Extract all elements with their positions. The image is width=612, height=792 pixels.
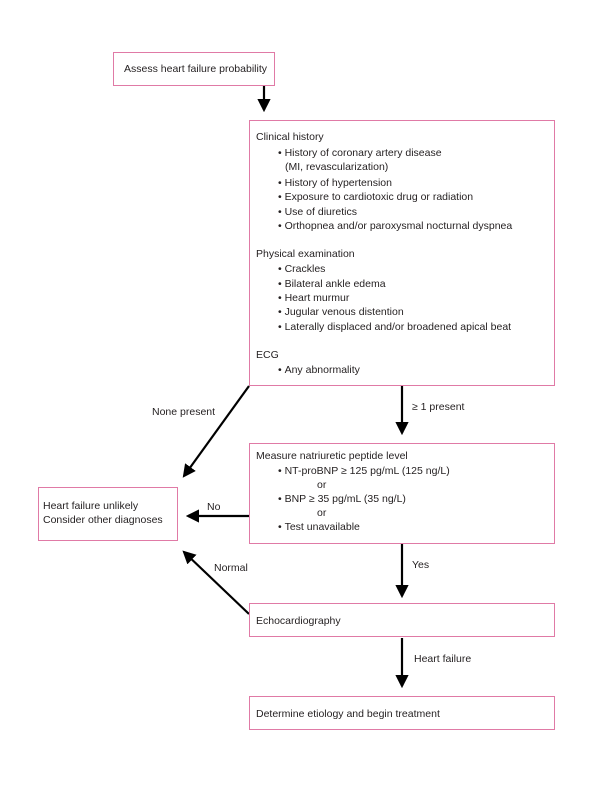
edge-label-yes: Yes	[412, 559, 430, 571]
peptide-item: Test unavailable	[278, 520, 360, 534]
history-item: History of hypertension	[278, 176, 392, 190]
arrow-clinical-to-unlikely	[182, 385, 250, 478]
exam-item: Bilateral ankle edema	[278, 277, 386, 291]
peptide-item: BNP ≥ 35 pg/mL (35 ng/L)	[278, 492, 406, 506]
ecg-item: Any abnormality	[278, 363, 360, 377]
physical-exam-title: Physical examination	[256, 248, 355, 260]
peptide-box: Measure natriuretic peptide level NT-pro…	[249, 443, 555, 544]
peptide-item: NT-proBNP ≥ 125 pg/mL (125 ng/L)	[278, 464, 450, 478]
peptide-title: Measure natriuretic peptide level	[256, 450, 408, 462]
edge-label-no: No	[207, 501, 221, 513]
unlikely-box: Heart failure unlikely Consider other di…	[38, 487, 178, 541]
exam-item: Heart murmur	[278, 291, 350, 305]
exam-item: Laterally displaced and/or broadened api…	[278, 320, 512, 334]
clinical-box: Clinical history History of coronary art…	[249, 120, 555, 386]
unlikely-line1: Heart failure unlikely	[43, 500, 139, 512]
history-item: History of coronary artery disease	[278, 146, 442, 160]
assess-label: Assess heart failure probability	[124, 63, 267, 75]
treat-box: Determine etiology and begin treatment	[249, 696, 555, 730]
unlikely-line2: Consider other diagnoses	[43, 514, 163, 526]
history-item: Exposure to cardiotoxic drug or radiatio…	[278, 190, 474, 204]
edge-label-heart-failure: Heart failure	[414, 653, 472, 665]
edge-label-one-present: ≥ 1 present	[412, 401, 465, 413]
echo-label: Echocardiography	[256, 615, 341, 627]
echo-box: Echocardiography	[249, 603, 555, 637]
peptide-or: or	[317, 479, 327, 491]
peptide-or: or	[317, 507, 327, 519]
history-item: Use of diuretics	[278, 205, 357, 219]
edge-label-normal: Normal	[214, 562, 248, 574]
arrow-echo-to-unlikely	[182, 550, 250, 615]
ecg-title: ECG	[256, 349, 279, 361]
exam-item: Crackles	[278, 262, 326, 276]
exam-item: Jugular venous distention	[278, 305, 404, 319]
history-item: Orthopnea and/or paroxysmal nocturnal dy…	[278, 219, 513, 233]
clinical-history-title: Clinical history	[256, 131, 324, 143]
edge-label-none-present: None present	[152, 406, 216, 418]
treat-label: Determine etiology and begin treatment	[256, 708, 440, 720]
history-item: (MI, revascularization)	[285, 161, 389, 173]
assess-box: Assess heart failure probability	[113, 52, 275, 86]
